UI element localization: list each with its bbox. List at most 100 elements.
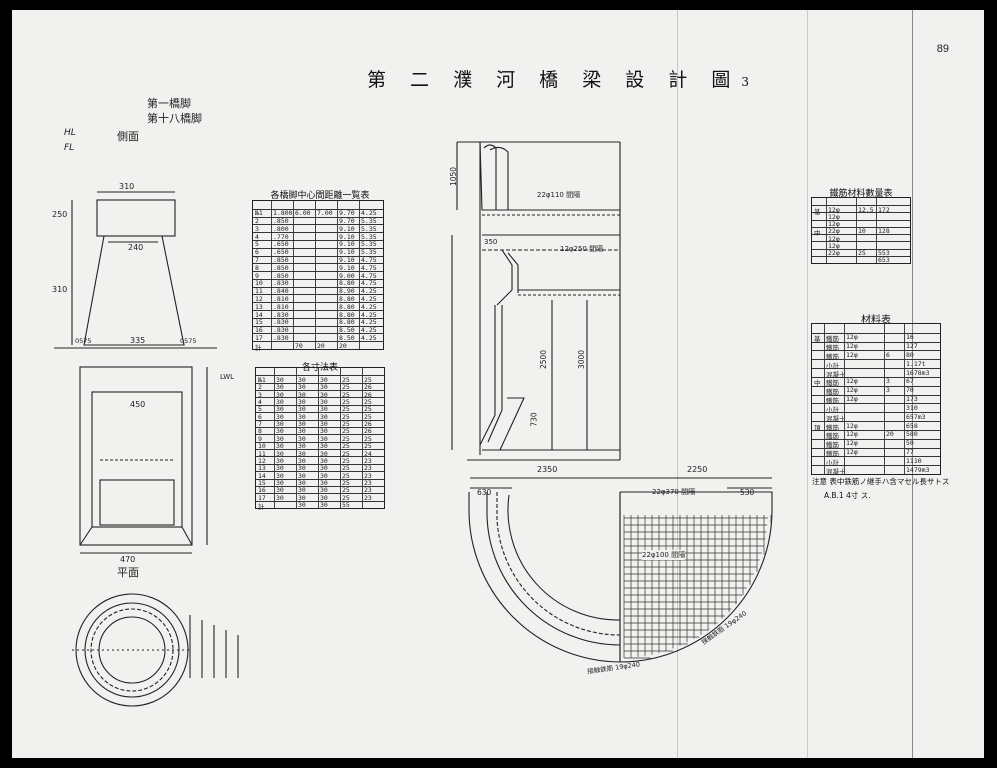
table-row-line [812, 456, 940, 458]
table-cell: 30 [276, 412, 284, 421]
table-cell: 12 [258, 456, 266, 465]
table-cell: 25 [342, 486, 350, 495]
table-row-line [253, 333, 383, 335]
table-cell: 8.80 [339, 310, 355, 319]
table-column-line [826, 198, 827, 263]
table-cell: 25 [364, 375, 372, 384]
table-row-line [812, 241, 910, 243]
dim-730: 730 [529, 412, 539, 427]
dim-left-small-1: 0575 [75, 337, 92, 345]
table-row-line [256, 471, 384, 473]
table-cell: 25 [342, 405, 350, 414]
table-cell: .850 [273, 256, 289, 265]
table-cell: 9.10 [339, 248, 355, 257]
table-row-line [812, 421, 940, 423]
table-cell: 25 [364, 442, 372, 451]
table-cell: 8.90 [339, 287, 355, 296]
table-cell: 25 [342, 375, 350, 384]
table-cell: 15 [255, 318, 263, 327]
table-cell: 30 [320, 375, 328, 384]
table-cell: 8.80 [339, 294, 355, 303]
dim-base: 335 [130, 336, 146, 345]
table-cell: 頂 [814, 423, 821, 432]
table-row-line [253, 208, 383, 210]
table-cell: 30 [320, 486, 328, 495]
table-cell: 30 [298, 479, 306, 488]
table-cell: 12φ [846, 386, 858, 395]
table-cell: .830 [273, 318, 289, 327]
table-row-line [812, 212, 910, 214]
table-total-cell: 55 [342, 501, 350, 510]
table-column-line [337, 201, 338, 349]
table-column-line [318, 368, 319, 508]
table-row-line [253, 271, 383, 273]
table-cell: 1110 [906, 456, 922, 465]
rebar-table-title: 鐵筋材料數量表 [829, 189, 893, 199]
dim-left-small-2: 0575 [180, 337, 197, 345]
side-view-label: 側面 [117, 130, 139, 143]
sheet-border-line [912, 10, 913, 758]
table-cell: .850 [273, 217, 289, 226]
hl-label: HL [64, 128, 76, 138]
table-row-line [253, 247, 383, 249]
table-cell: 30 [320, 397, 328, 406]
table-cell: 30 [298, 442, 306, 451]
table-cell: 30 [298, 412, 306, 421]
table-cell: 12φ [846, 439, 858, 448]
table-cell: 127 [906, 342, 918, 351]
table-row-line [812, 403, 940, 405]
pier-heading-2: 第十八橋脚 [147, 112, 202, 125]
fl-label: FL [64, 143, 75, 153]
table-row-line [812, 412, 940, 414]
table-row-line [812, 350, 940, 352]
table-cell: 10 [858, 227, 866, 236]
table-row-line [812, 248, 910, 250]
table-cell: 5.35 [361, 224, 377, 233]
table-cell: 26 [364, 390, 372, 399]
materials-note: 注意 表中鉄筋ノ継手ハ含マセル長サトス [812, 477, 950, 486]
table-cell: 9.10 [339, 256, 355, 265]
table-cell: .850 [273, 263, 289, 272]
table-row-line [256, 456, 384, 458]
table-cell: 9.00 [339, 271, 355, 280]
table-cell: 4.25 [361, 310, 377, 319]
table-cell: 鐵筋 [826, 344, 839, 353]
footing-table-title: 各橋脚中心間距離一覧表 [270, 191, 370, 201]
table-cell: 25 [342, 479, 350, 488]
table-cell: 2 [255, 217, 259, 226]
table-column-line [293, 201, 294, 349]
table-cell: 23 [364, 471, 372, 480]
table-cell: 1.17t [906, 359, 926, 368]
page-number: 89 [936, 43, 949, 55]
table-cell: 173 [906, 395, 918, 404]
table-cell: 80 [906, 350, 914, 359]
table-row-line [256, 390, 384, 392]
table-cell: 鐵筋 [826, 423, 839, 432]
table-cell: 12φ [828, 241, 840, 250]
table-cell: 12.5 [858, 205, 874, 214]
table-row-line [812, 255, 910, 257]
table-row-line [812, 368, 940, 370]
table-cell: 25 [342, 449, 350, 458]
table-cell: 30 [276, 464, 284, 473]
table-cell: 6 [255, 248, 259, 257]
table-cell: 25 [342, 442, 350, 451]
table-cell: 9.10 [339, 224, 355, 233]
table-cell: 30 [276, 390, 284, 399]
table-cell: 15 [258, 479, 266, 488]
table-cell: №1 [255, 209, 263, 218]
table-column-line [271, 201, 272, 349]
table-column-line [876, 198, 877, 263]
table-row-line [256, 449, 384, 451]
table-cell: 4.25 [361, 294, 377, 303]
table-cell: 30 [320, 390, 328, 399]
table-cell: 658 [906, 421, 918, 430]
table-cell: 30 [298, 434, 306, 443]
table-cell: 混凝土 [826, 467, 846, 476]
table-cell: 3 [886, 386, 890, 395]
table-cell: 24 [364, 449, 372, 458]
table-cell: .800 [273, 224, 289, 233]
table-row-line [256, 493, 384, 495]
